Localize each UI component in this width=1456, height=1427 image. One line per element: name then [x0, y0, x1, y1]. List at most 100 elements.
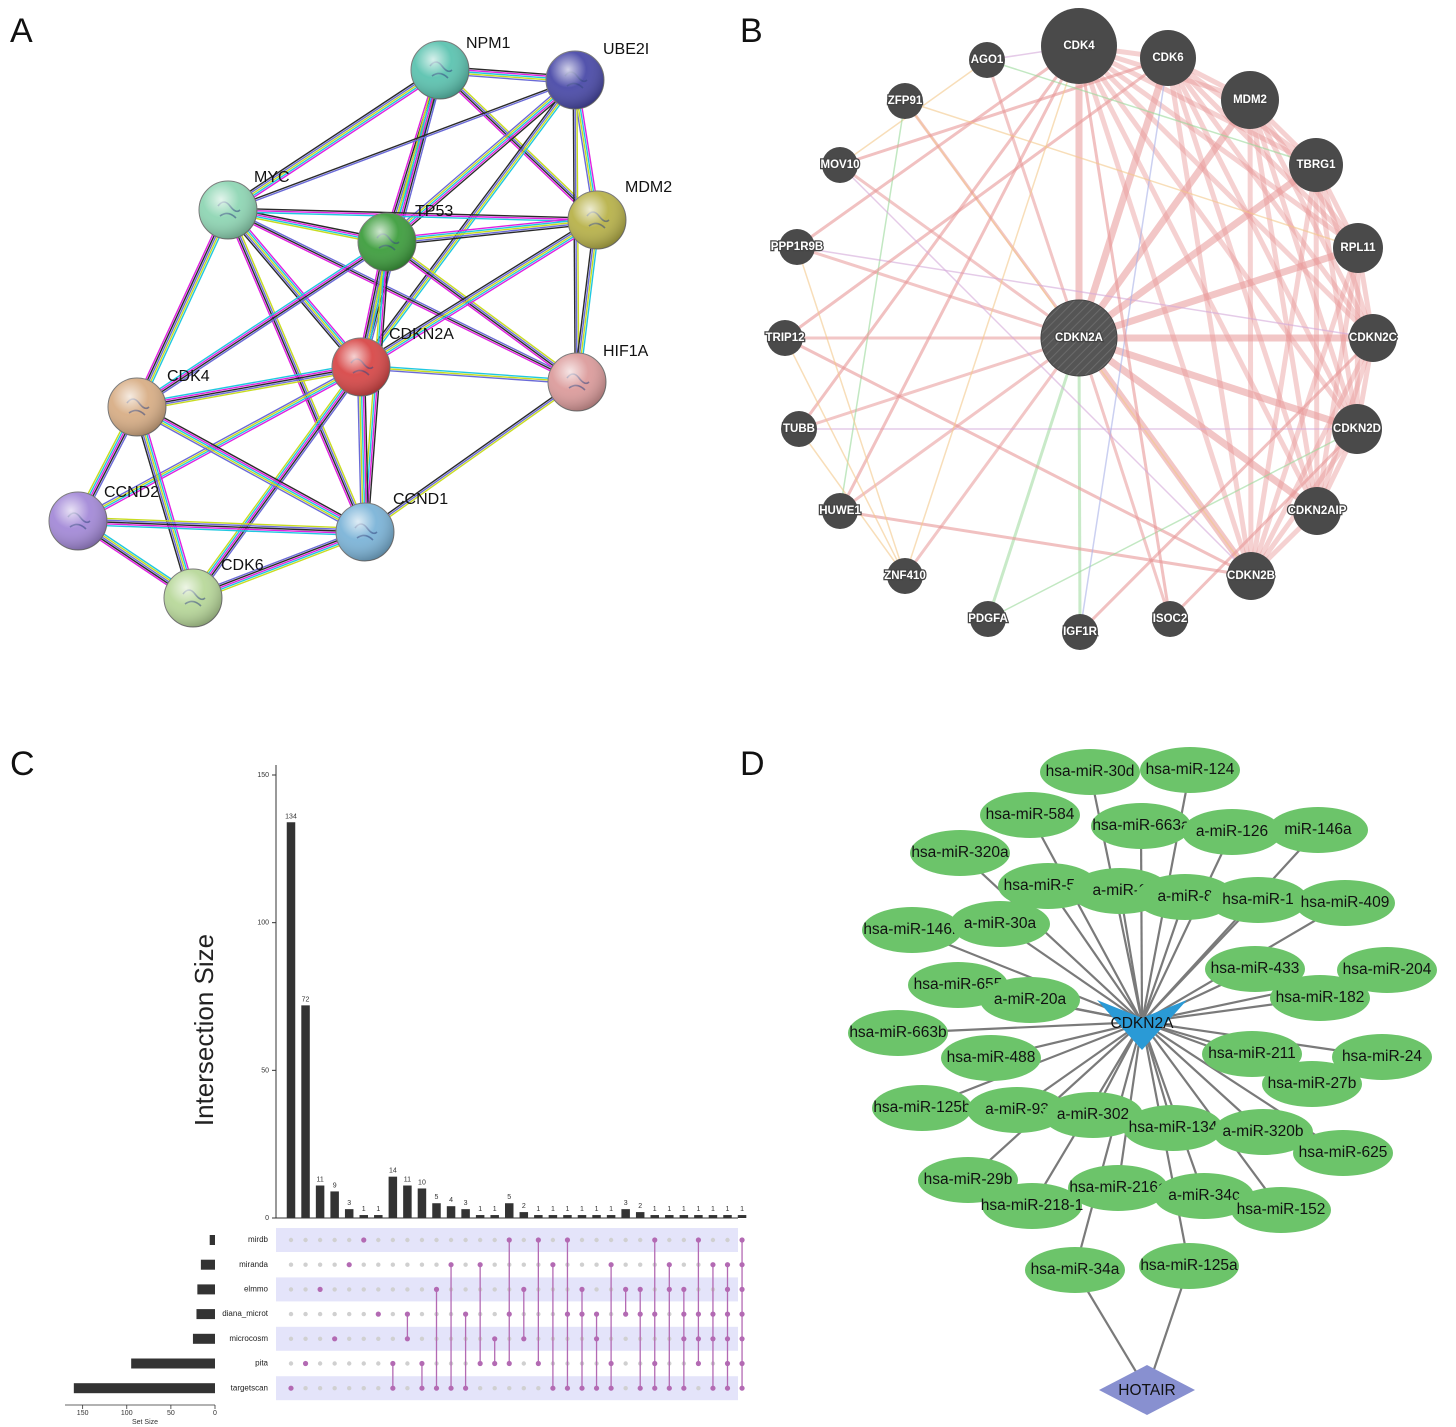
mirna-node-hsa-mir-134[interactable]: hsa-miR-134 [1123, 1105, 1223, 1151]
node-myc[interactable]: MYC [198, 169, 290, 240]
node-huwe1[interactable]: HUWE1 [818, 493, 863, 529]
node-ppp1r9b[interactable]: PPP1R9B [770, 229, 824, 265]
mirna-node-hsa-mir-216a[interactable]: hsa-miR-216a [1068, 1165, 1168, 1211]
mirna-node-hsa-mir-27b[interactable]: hsa-miR-27b [1262, 1061, 1362, 1107]
node-label: TRIP12 [766, 332, 805, 344]
mirna-node-hsa-mir-433[interactable]: hsa-miR-433 [1205, 946, 1305, 992]
mirna-node-mir-146a[interactable]: miR-146a [1268, 807, 1368, 853]
set-size-bar [131, 1358, 215, 1369]
mirna-label: a-miR-8 [1157, 888, 1212, 905]
set-size-tick-label: 150 [77, 1410, 89, 1417]
edge-cdkn2a-hsa-mir-506 [1047, 885, 1143, 1023]
edge-line [364, 381, 578, 533]
mirna-node-hsa-mir-488[interactable]: hsa-miR-488 [941, 1035, 1041, 1081]
matrix-dot-filled [724, 1360, 731, 1367]
bar-value-label: 1 [362, 1206, 366, 1213]
edge-line [137, 368, 362, 410]
mirna-node-hsa-mir-211[interactable]: hsa-miR-211 [1202, 1031, 1302, 1077]
node-cdkn2a[interactable]: CDKN2A [331, 326, 454, 397]
matrix-dot-filled [579, 1311, 585, 1317]
mirna-node-hsa-mir-34a[interactable]: hsa-miR-34a [1025, 1247, 1125, 1293]
node-hif1a[interactable]: HIF1A [547, 343, 649, 412]
mirna-node-hsa-mir-663b[interactable]: hsa-miR-663b [848, 1010, 948, 1056]
node-ccnd2[interactable]: CCND2 [48, 484, 159, 551]
mirna-node-hsa-mir-1[interactable]: hsa-miR-1 [1208, 877, 1308, 923]
matrix-dot-filled [739, 1311, 745, 1317]
node-cdkn2a[interactable]: CDKN2A [1040, 299, 1118, 377]
matrix-dot-filled [375, 1311, 381, 1317]
node-znf410[interactable]: ZNF410 [883, 558, 927, 594]
node-mov10[interactable]: MOV10 [819, 147, 861, 183]
mirna-node-hsa-mir-320a[interactable]: hsa-miR-320a [910, 830, 1010, 876]
mirna-ellipse [1025, 1247, 1125, 1293]
node-tbrg1[interactable]: TBRG1 [1289, 138, 1343, 192]
edge-line [384, 76, 574, 240]
mirna-node-hsa-mir-125a[interactable]: hsa-miR-125a [1139, 1243, 1239, 1289]
mirna-node-a-mir-8[interactable]: a-miR-8 [1135, 874, 1235, 920]
node-igf1r[interactable]: IGF1R [1062, 614, 1099, 650]
mirna-node-hsa-mir-125b[interactable]: hsa-miR-125b [872, 1085, 972, 1131]
matrix-dot-filled [681, 1336, 687, 1342]
matrix-dot-empty [390, 1311, 396, 1317]
mirna-node-hsa-mir-625[interactable]: hsa-miR-625 [1293, 1130, 1393, 1176]
bar-value-label: 3 [464, 1200, 468, 1207]
node-cdk6[interactable]: CDK6 [163, 557, 264, 628]
node-tubb[interactable]: TUBB [781, 411, 817, 447]
mirna-node-a-mir-34c[interactable]: a-miR-34c [1154, 1173, 1254, 1219]
edge-line [228, 70, 442, 213]
matrix-dot-filled [535, 1237, 541, 1243]
node-mdm2[interactable]: MDM2 [1221, 71, 1279, 129]
mirna-node-hsa-mir-182[interactable]: hsa-miR-182 [1270, 975, 1370, 1021]
node-cdkn2c[interactable]: CDKN2C [1348, 314, 1398, 362]
mirna-node-hsa-mir-146b[interactable]: hsa-miR-146b [862, 907, 962, 953]
node-pdgfa[interactable]: PDGFA [967, 601, 1009, 637]
node-cdk6[interactable]: CDK6 [1140, 30, 1196, 86]
node-ccnd1[interactable]: CCND1 [335, 491, 448, 562]
mirna-node-hsa-mir-24[interactable]: hsa-miR-24 [1332, 1034, 1432, 1080]
node-label: IGF1R [1063, 626, 1098, 638]
mirna-node-a-mir-320b[interactable]: a-miR-320b [1213, 1109, 1313, 1155]
node-cdk4[interactable]: CDK4 [1041, 8, 1117, 84]
node-shine [548, 353, 606, 411]
mirna-node-hsa-mir-584[interactable]: hsa-miR-584 [980, 792, 1080, 838]
mirna-node-hsa-mir-124[interactable]: hsa-miR-124 [1140, 747, 1240, 793]
node-zfp91[interactable]: ZFP91 [886, 83, 924, 119]
edge-cdkn2a-mdm2 [1076, 97, 1253, 341]
mirna-label: hsa-miR-216a [1069, 1179, 1167, 1196]
mirna-node-a-mir-30a[interactable]: a-miR-30a [950, 901, 1050, 947]
mirna-node-hsa-mir-663a[interactable]: hsa-miR-663a [1091, 803, 1191, 849]
mirna-node-hsa-mir-218-1[interactable]: hsa-miR-218-1 [981, 1183, 1084, 1229]
mirna-node-hsa-mir-30d[interactable]: hsa-miR-30d [1040, 749, 1140, 795]
mirna-node-hsa-mir-409[interactable]: hsa-miR-409 [1295, 880, 1395, 926]
node-cdkn2b[interactable]: CDKN2B [1226, 552, 1276, 600]
node-hotair[interactable]: HOTAIR [1099, 1365, 1195, 1415]
mirna-node-hsa-mir-204[interactable]: hsa-miR-204 [1337, 947, 1437, 993]
mirna-node-a-mir-93[interactable]: a-miR-93 [967, 1087, 1067, 1133]
panel-a-letter: A [10, 12, 33, 50]
mirna-node-hsa-mir-152[interactable]: hsa-miR-152 [1231, 1187, 1331, 1233]
node-circle [1332, 404, 1382, 454]
node-ube2i[interactable]: UBE2I [545, 41, 649, 110]
intersection-bar [315, 1185, 325, 1218]
node-cdkn2aip[interactable]: CDKN2AIP [1286, 487, 1348, 535]
matrix-dot-filled [550, 1262, 556, 1268]
node-cdkn2d[interactable]: CDKN2D [1332, 404, 1382, 454]
node-npm1[interactable]: NPM1 [410, 35, 511, 100]
mirna-node-a-mir-20a[interactable]: a-miR-20a [980, 977, 1080, 1023]
mirna-node-a-mir-302[interactable]: a-miR-302 [1043, 1092, 1143, 1138]
node-mdm2[interactable]: MDM2 [567, 179, 672, 250]
mirna-label: hsa-miR-29b [924, 1171, 1013, 1188]
edge-line [137, 210, 231, 409]
node-cdkn2a[interactable]: CDKN2A [1097, 1000, 1187, 1050]
mirna-node-a-mir-126[interactable]: a-miR-126 [1182, 809, 1282, 855]
node-trip12[interactable]: TRIP12 [764, 320, 806, 356]
node-tp53[interactable]: TP53 [357, 203, 453, 272]
mirna-node-hsa-mir-29b[interactable]: hsa-miR-29b [918, 1157, 1018, 1203]
node-circle [970, 601, 1006, 637]
intersection-bar [592, 1215, 601, 1218]
node-ago1[interactable]: AGO1 [969, 42, 1005, 78]
bar-value-label: 1 [493, 1206, 497, 1213]
node-rpl11[interactable]: RPL11 [1333, 223, 1383, 273]
node-cdk4[interactable]: CDK4 [107, 368, 210, 437]
node-isoc2[interactable]: ISOC2 [1151, 601, 1189, 637]
